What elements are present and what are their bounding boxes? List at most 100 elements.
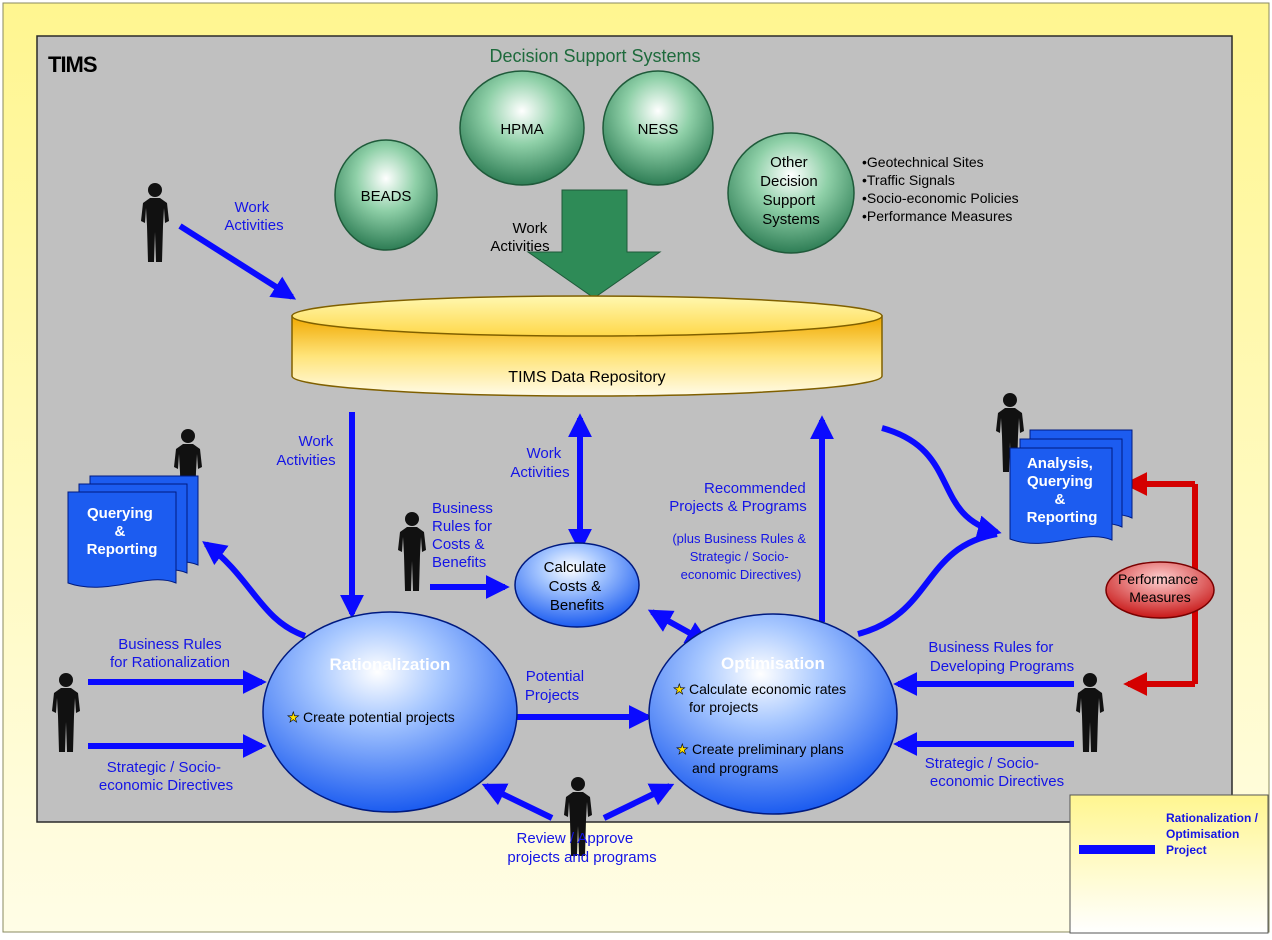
dss-other-line: Support	[763, 192, 816, 209]
dss-hpma-node[interactable]	[459, 70, 585, 186]
wa-rat-label: Work Activities	[276, 433, 337, 469]
flow-arrow	[857, 531, 998, 637]
label-line: Potential	[526, 668, 584, 685]
legend-line: Project	[1166, 843, 1207, 857]
label-line: Recommended	[704, 480, 806, 497]
optimisation-item-line: and programs	[692, 760, 778, 776]
dss-other-line: Other	[770, 154, 808, 171]
optimisation-item-1: Calculate economic rates for projects	[689, 681, 850, 715]
label-line: economic Directives	[99, 777, 233, 794]
dss-to-repo-arrow	[526, 189, 662, 299]
label-line: economic Directives	[930, 773, 1064, 790]
potential-label: Potential Projects	[525, 668, 588, 704]
label-line: economic Directives)	[681, 567, 802, 582]
br-costs-label: Business Rules for Costs & Benefits	[432, 500, 497, 571]
legend-label: Rationalization / Optimisation Project	[1166, 811, 1261, 857]
label-line: Benefits	[432, 554, 486, 571]
calc-line: Costs &	[549, 578, 602, 595]
br-rational-label: Business Rules for Rationalization	[110, 636, 230, 671]
label-line: Strategic / Socio-	[690, 549, 789, 564]
query-right-line: Reporting	[1027, 509, 1098, 526]
wa-topleft-label: Work Activities	[224, 199, 283, 234]
dss-title: Decision Support Systems	[489, 46, 700, 66]
flow-arrow	[178, 223, 297, 300]
dss-other-list-item: •Traffic Signals	[862, 172, 955, 188]
flow-arrow	[481, 783, 554, 821]
calc-line: Benefits	[550, 597, 604, 614]
label-line: Projects & Programs	[669, 498, 807, 515]
query-left-label: Querying & Reporting	[87, 505, 158, 558]
label-line: Rules for	[432, 518, 492, 535]
calc-line: Calculate	[544, 559, 607, 576]
legend-swatch	[1079, 845, 1155, 854]
label-line: Business Rules	[118, 636, 221, 653]
plus-rules-label: (plus Business Rules & Strategic / Socio…	[672, 531, 809, 582]
label-line: Activities	[224, 217, 283, 234]
rationalization-item: Create potential projects	[303, 709, 455, 725]
rationalization-node[interactable]	[262, 611, 518, 813]
dss-beads-node[interactable]	[334, 139, 438, 251]
dss-other-line: Decision	[760, 173, 818, 190]
query-left-line: &	[114, 523, 125, 540]
wa-dss-label: Work Activities	[490, 220, 551, 255]
optimisation-item-line: for projects	[689, 699, 758, 715]
star-icon: ★	[673, 681, 686, 697]
optimisation-node[interactable]	[648, 613, 898, 815]
calculate-costs-node[interactable]	[514, 542, 640, 628]
review-label: Review / Approve projects and programs	[507, 830, 656, 866]
wa-calc-label: Work Activities	[510, 445, 569, 481]
flow-arrow	[881, 425, 1002, 539]
calc-label: Calculate Costs & Benefits	[544, 559, 611, 614]
strategic-left-label: Strategic / Socio- economic Directives	[99, 759, 233, 794]
wa-dss-line: Work	[513, 220, 548, 237]
query-right-line: Querying	[1027, 473, 1093, 490]
label-line: Strategic / Socio-	[925, 755, 1039, 772]
dss-other-node[interactable]	[727, 132, 855, 254]
querying-reporting-left[interactable]: Querying & Reporting	[67, 475, 199, 588]
dss-ness-node[interactable]	[602, 70, 714, 186]
label-line: for Rationalization	[110, 654, 230, 671]
label-line: Work	[235, 199, 270, 216]
label-line: Strategic / Socio-	[107, 759, 221, 776]
recommended-label: Recommended Projects & Programs	[669, 480, 810, 515]
legend: Rationalization / Optimisation Project	[1069, 794, 1269, 934]
label-line: Business Rules for	[928, 639, 1053, 656]
analysis-querying-reporting[interactable]: Analysis, Querying & Reporting	[1009, 429, 1133, 544]
legend-line: Rationalization /	[1166, 811, 1259, 825]
dss-other-list: •Geotechnical Sites •Traffic Signals •So…	[862, 154, 1023, 224]
performance-measures-node[interactable]	[1105, 561, 1215, 619]
dss-other-list-item: •Geotechnical Sites	[862, 154, 984, 170]
br-dev-label: Business Rules for Developing Programs	[928, 639, 1074, 675]
tims-title: TIMS	[48, 52, 97, 77]
strategic-right-label: Strategic / Socio- economic Directives	[925, 755, 1064, 790]
rationalization-title: Rationalization	[330, 655, 451, 674]
optimisation-item-2: Create preliminary plans and programs	[692, 741, 848, 776]
flow-arrow	[202, 541, 307, 639]
performance-label: Performance Measures	[1118, 571, 1202, 605]
dss-beads-label: BEADS	[361, 188, 412, 205]
dss-ness-label: NESS	[638, 121, 679, 138]
label-line: Work	[527, 445, 562, 462]
label-line: Costs &	[432, 536, 485, 553]
label-line: Activities	[510, 464, 569, 481]
label-line: (plus Business Rules &	[672, 531, 806, 546]
flow-arrow	[602, 783, 675, 821]
query-right-line: Analysis,	[1027, 455, 1093, 472]
query-right-line: &	[1054, 491, 1065, 508]
optimisation-item-line: Calculate economic rates	[689, 681, 846, 697]
label-line: Review / Approve	[517, 830, 634, 847]
dss-other-line: Systems	[762, 211, 820, 228]
dss-hpma-label: HPMA	[500, 121, 543, 138]
dss-other-list-item: •Performance Measures	[862, 208, 1012, 224]
star-icon: ★	[676, 741, 689, 757]
dss-other-label: Other Decision Support Systems	[760, 154, 822, 228]
performance-line: Performance	[1118, 571, 1198, 587]
label-line: Projects	[525, 687, 579, 704]
legend-line: Optimisation	[1166, 827, 1239, 841]
query-right-label: Analysis, Querying & Reporting	[1027, 455, 1098, 526]
tims-data-repository[interactable]: TIMS Data Repository	[291, 295, 883, 397]
performance-line: Measures	[1129, 589, 1190, 605]
dss-other-list-item: •Socio-economic Policies	[862, 190, 1019, 206]
